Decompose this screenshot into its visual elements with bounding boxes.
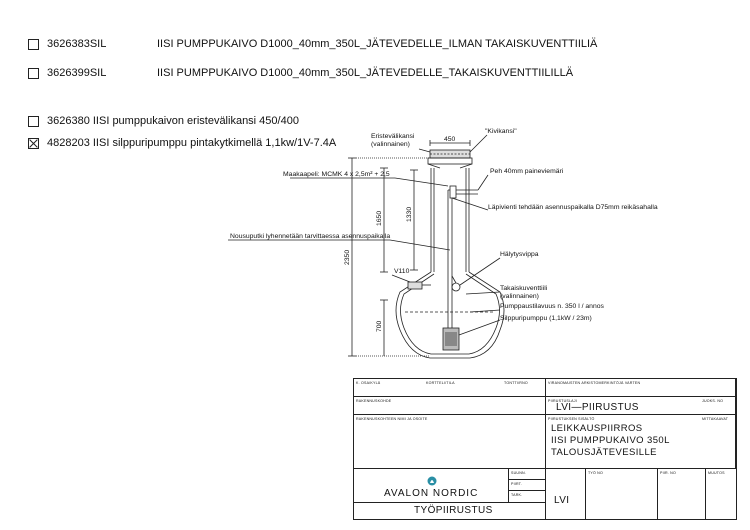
tb-cell-stage: TYÖPIIRUSTUS xyxy=(354,503,546,519)
tb-sisalto-line-2: IISI PUMPPUKAIVO 350L xyxy=(551,435,670,446)
option-row-1: 3626383SIL IISI PUMPPUKAIVO D1000_40mm_3… xyxy=(28,38,597,50)
tb-piirt-label: PIIRT. xyxy=(511,482,522,486)
option-code-1: 3626383SIL xyxy=(47,38,107,50)
label-dim-700: 700 xyxy=(376,320,383,332)
label-pumppaustilavuus: Pumppaustilavuus n. 350 l / annos xyxy=(500,303,605,310)
tb-cell-authority: VIRANOMAISTEN ARKISTOMERKINTÖJÄ VARTEN xyxy=(546,379,736,397)
label-dim-2350: 2350 xyxy=(344,250,351,265)
tb-muutos-label: MUUTOS xyxy=(708,471,725,475)
label-paineviemari: Peh 40mm paineviemäri xyxy=(490,168,564,175)
tb-cell-sisalto: PIIRUSTUKSEN SISÄLTÖ MITTAKAAVAT LEIKKAU… xyxy=(546,415,736,469)
option-checkbox-4[interactable] xyxy=(28,137,39,149)
avalon-logo-icon xyxy=(427,476,437,486)
well-section-drawing: Eristevälikansi (valinnainen) 450 "Kivik… xyxy=(228,128,658,359)
tb-cell-location: K. OSA/KYLÄ KORTTELI/TILA TONTTI/RNO xyxy=(354,379,546,397)
option-row-2: 3626399SIL IISI PUMPPUKAIVO D1000_40mm_3… xyxy=(28,67,573,79)
option-desc-2: IISI PUMPPUKAIVO D1000_40mm_350L_JÄTEVED… xyxy=(157,67,574,79)
option-desc-1: IISI PUMPPUKAIVO D1000_40mm_350L_JÄTEVED… xyxy=(157,38,598,50)
stone-lid xyxy=(427,157,473,165)
option-checkbox-2[interactable] xyxy=(28,67,39,79)
tb-tyo-label: TYÖ NO xyxy=(588,471,603,475)
option-text-4: 4828203 IISI silppuripumppu pintakytkime… xyxy=(47,137,337,149)
tb-company: AVALON NORDIC xyxy=(384,488,479,499)
tb-cell-company: AVALON NORDIC xyxy=(354,469,509,503)
tb-cell-piirt: PIIRT. xyxy=(509,480,546,491)
tb-cell-rakennuskohde: RAKENNUSKOHDE xyxy=(354,397,546,415)
tb-mittakaava-label: MITTAKAAVAT xyxy=(702,417,729,421)
tb-tontti-label: TONTTI/RNO xyxy=(504,381,528,385)
label-takaiskuventtiili: Takaiskuventtiili xyxy=(500,285,548,292)
tb-cell-discipline: LVI xyxy=(546,469,586,519)
tb-rakennuskohde-label: RAKENNUSKOHDE xyxy=(356,399,392,403)
option-checkbox-3[interactable] xyxy=(28,115,39,127)
tb-cell-piir: PIIR. NO xyxy=(658,469,706,519)
label-valinnainen-1: (valinnainen) xyxy=(371,141,410,148)
tb-sisalto-line-3: TALOUSJÄTEVESILLE xyxy=(551,447,657,458)
label-v110: V110 xyxy=(394,268,410,275)
tank-body xyxy=(395,271,505,359)
tb-viranomaisten-label: VIRANOMAISTEN ARKISTOMERKINTÖJÄ VARTEN xyxy=(548,381,641,385)
tb-rakennuskohteen-label: RAKENNUSKOHTEEN NIMI JA OSOITE xyxy=(356,417,428,421)
title-block: K. OSA/KYLÄ KORTTELI/TILA TONTTI/RNO VIR… xyxy=(353,378,737,520)
tb-piirustuslaji: LVI—PIIRUSTUS xyxy=(556,402,639,413)
inlet-pipe xyxy=(407,281,423,290)
tb-discipline: LVI xyxy=(554,495,570,506)
option-code-2: 3626399SIL xyxy=(47,67,107,79)
tb-cell-suunn: SUUNN. xyxy=(509,469,546,480)
option-checkbox-1[interactable] xyxy=(28,38,39,50)
label-nousuputki: Nousuputki lyhennetään tarvittaessa asen… xyxy=(230,233,390,240)
label-kivikansi: "Kivikansi" xyxy=(485,128,517,135)
tb-sisalto-line-1: LEIKKAUSPIIRROS xyxy=(551,423,643,434)
tb-cell-tyo: TYÖ NO xyxy=(586,469,658,519)
tb-juoks-label: JUOKS. NO xyxy=(702,399,724,403)
tb-cell-tark: TARK. xyxy=(509,491,546,503)
tb-cell-rakennuskohteen: RAKENNUSKOHTEEN NIMI JA OSOITE xyxy=(354,415,546,469)
tb-piirustuslaji-label: PIIRUSTUSLAJI xyxy=(548,399,577,403)
tb-kortteli-label: KORTTELI/TILA xyxy=(426,381,455,385)
tb-piir-label: PIIR. NO xyxy=(660,471,676,475)
tb-cell-muutos: MUUTOS xyxy=(706,469,736,519)
label-valinnainen-2: (valinnainen) xyxy=(500,293,539,300)
label-dim-450: 450 xyxy=(444,136,456,143)
label-halytysvippa: Hälytysvippa xyxy=(500,251,539,258)
option-row-3: 3626380 IISI pumppukaivon eristevälikans… xyxy=(28,115,299,127)
label-dim-1650: 1650 xyxy=(376,211,383,226)
label-silppuripumppu: Silppuripumppu (1,1kW / 23m) xyxy=(500,315,592,322)
lid-insulation xyxy=(429,149,471,159)
option-row-4: 4828203 IISI silppuripumppu pintakytkime… xyxy=(28,137,336,149)
label-lapivienti: Läpivienti tehdään asennuspaikalla D75mm… xyxy=(488,204,658,211)
label-dim-1330: 1330 xyxy=(406,207,413,222)
tb-suunn-label: SUUNN. xyxy=(511,471,526,475)
tb-cell-piirustuslaji: PIIRUSTUSLAJI JUOKS. NO LVI—PIIRUSTUS xyxy=(546,397,736,415)
label-maakaapeli: Maakaapeli: MCMK 4 x 2,5m² + 2,5 xyxy=(283,171,390,178)
label-eristevalikansi: Eristevälikansi xyxy=(371,133,415,140)
tb-sisalto-label: PIIRUSTUKSEN SISÄLTÖ xyxy=(548,417,595,421)
tb-tark-label: TARK. xyxy=(511,493,523,497)
tb-k-osa-label: K. OSA/KYLÄ xyxy=(356,381,381,385)
float-switch xyxy=(451,282,461,292)
option-text-3: 3626380 IISI pumppukaivon eristevälikans… xyxy=(47,115,299,127)
tb-stage: TYÖPIIRUSTUS xyxy=(414,505,493,516)
